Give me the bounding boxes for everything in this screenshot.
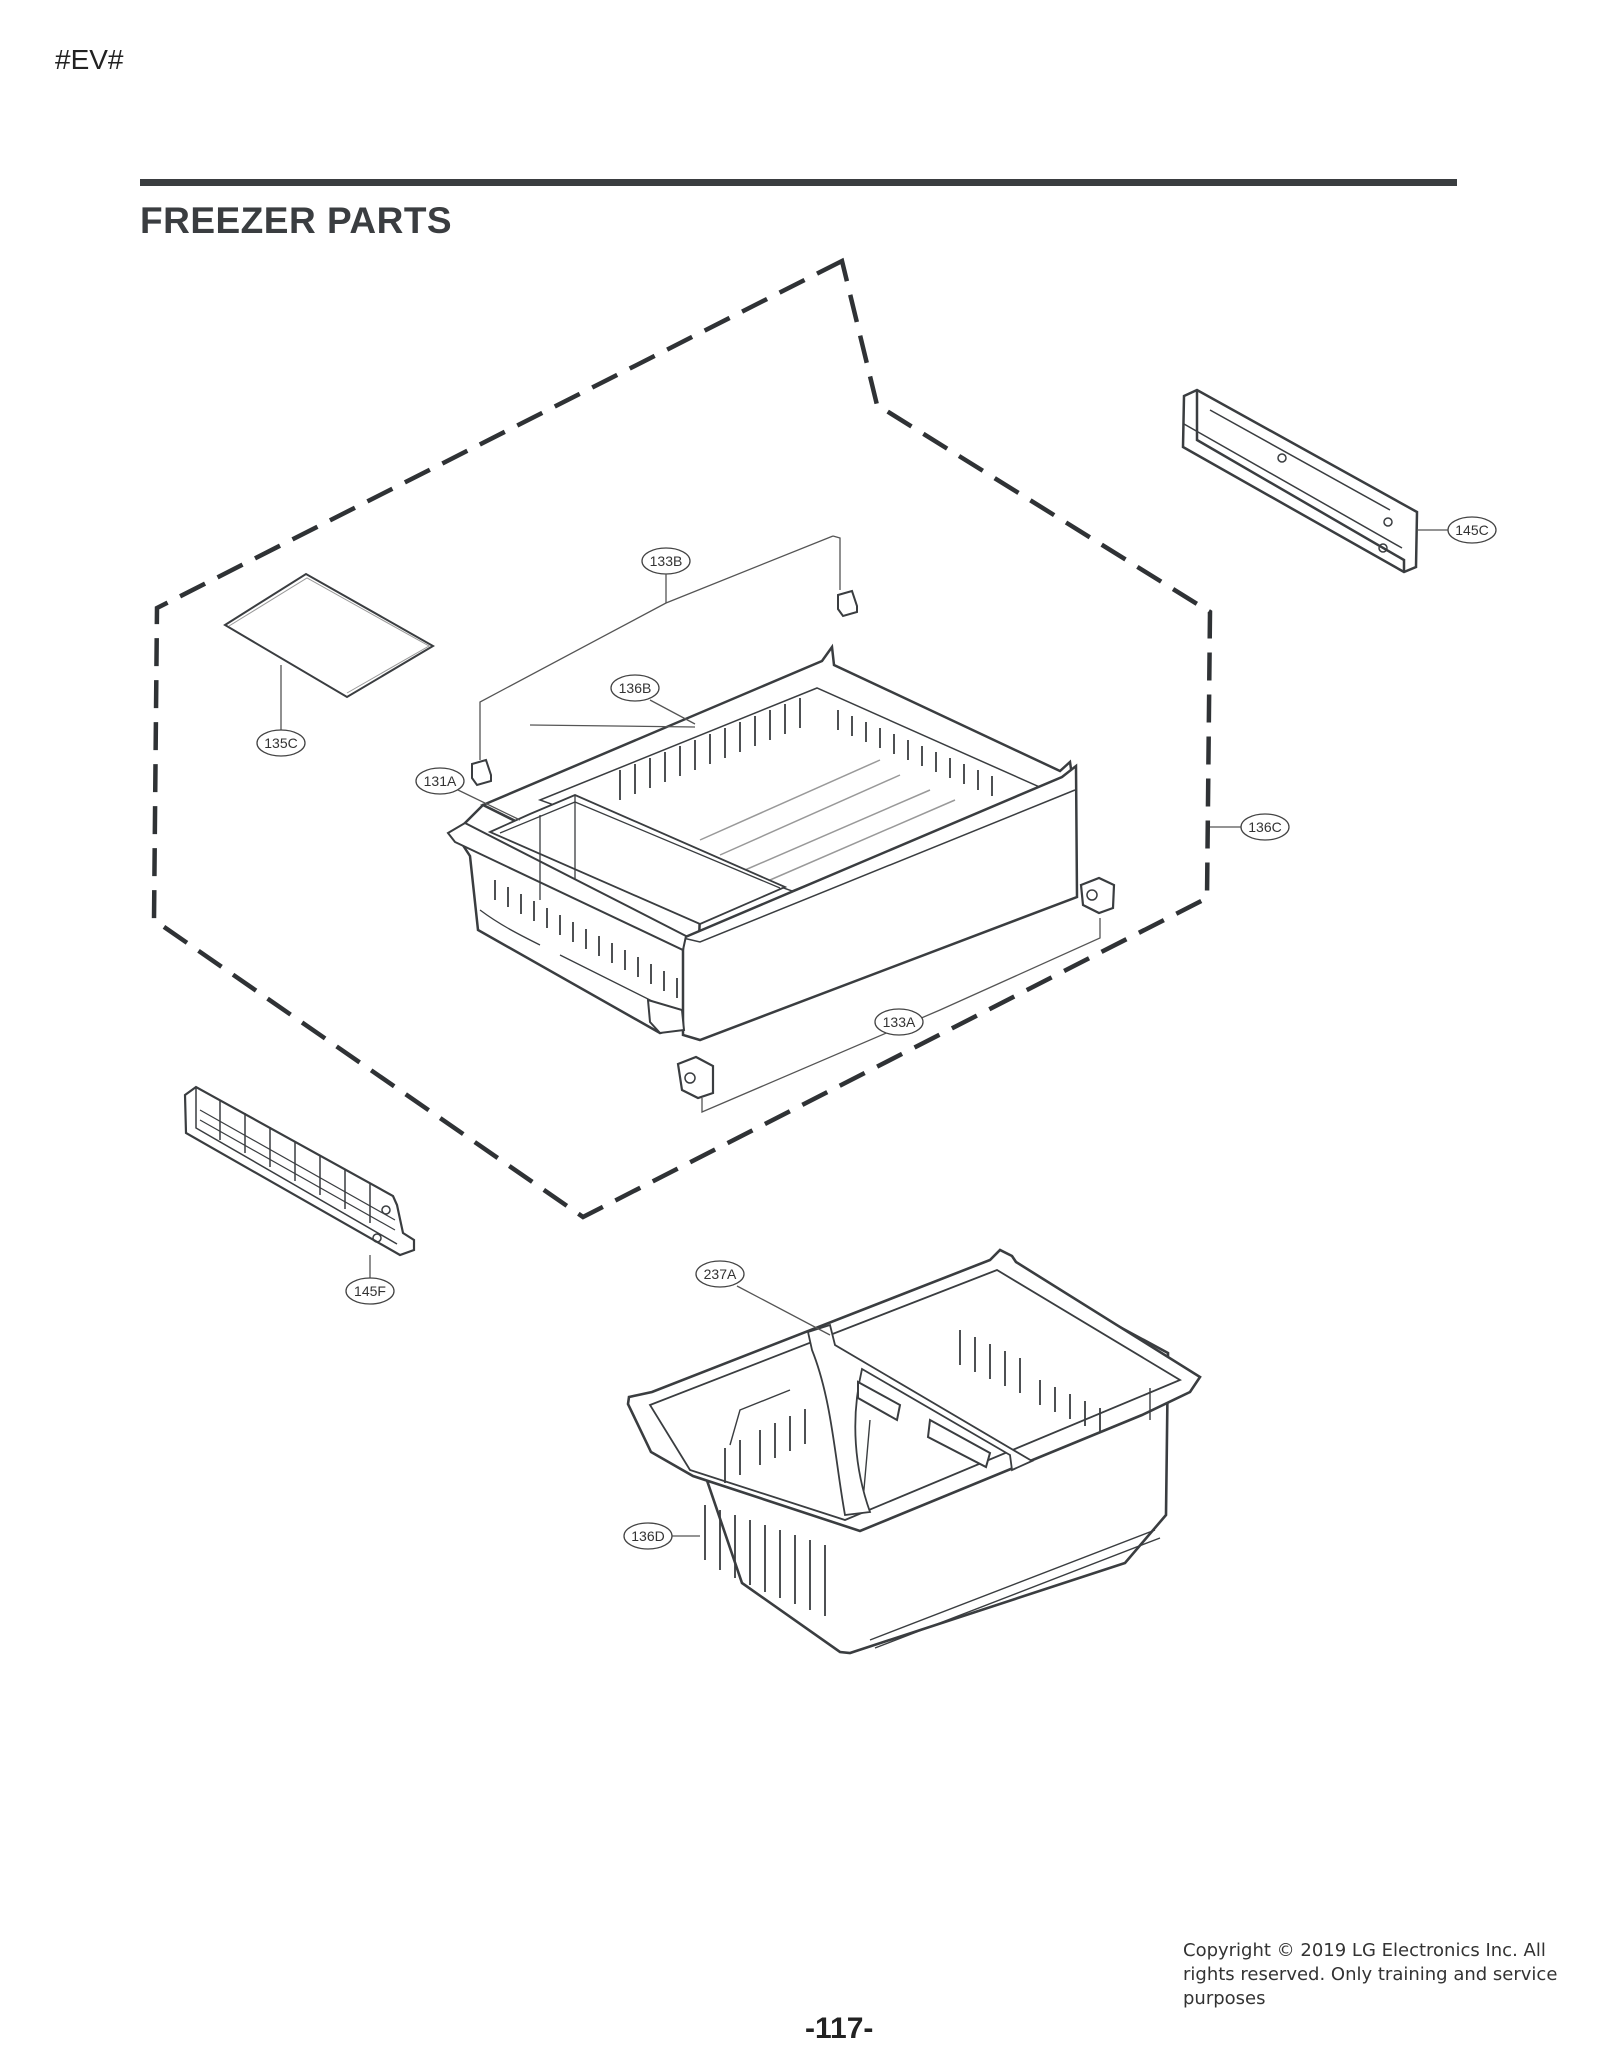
svg-text:133B: 133B (650, 553, 683, 569)
section-title: FREEZER PARTS (140, 200, 453, 241)
callout-136C: 136C (1240, 813, 1290, 841)
page-number: -117- (805, 2012, 874, 2045)
svg-text:131A: 131A (424, 773, 457, 789)
svg-text:135C: 135C (264, 735, 297, 751)
svg-text:145F: 145F (354, 1283, 386, 1299)
svg-text:136D: 136D (631, 1528, 664, 1544)
callout-136D: 136D (623, 1522, 673, 1550)
part-145F-grille (183, 1085, 416, 1257)
part-133A-rollers (676, 876, 1116, 1100)
part-133B-stoppers (471, 589, 858, 787)
svg-text:145C: 145C (1455, 522, 1488, 538)
callout-145C: 145C (1447, 516, 1497, 544)
document-marker: #EV# (55, 44, 124, 75)
assembly-boundary (151, 257, 1213, 1220)
svg-text:133A: 133A (883, 1014, 916, 1030)
part-136D-basket (626, 1248, 1202, 1655)
part-135C-cover (223, 572, 435, 699)
callout-131A: 131A (415, 767, 465, 795)
svg-text:136C: 136C (1248, 819, 1281, 835)
svg-text:136B: 136B (619, 680, 652, 696)
callout-133A: 133A (874, 1008, 924, 1036)
svg-text:237A: 237A (704, 1266, 737, 1282)
callout-133B: 133B (641, 547, 691, 575)
copyright-notice: Copyright © 2019 LG Electronics Inc. All… (1183, 1940, 1558, 2009)
callout-135C: 135C (256, 729, 306, 757)
callout-237A: 237A (695, 1260, 745, 1288)
callout-145F: 145F (345, 1277, 395, 1305)
part-145C-rail (1181, 388, 1419, 574)
part-136B-drawer (446, 643, 1079, 1042)
callout-136B: 136B (610, 674, 660, 702)
header-rule (140, 179, 1457, 186)
